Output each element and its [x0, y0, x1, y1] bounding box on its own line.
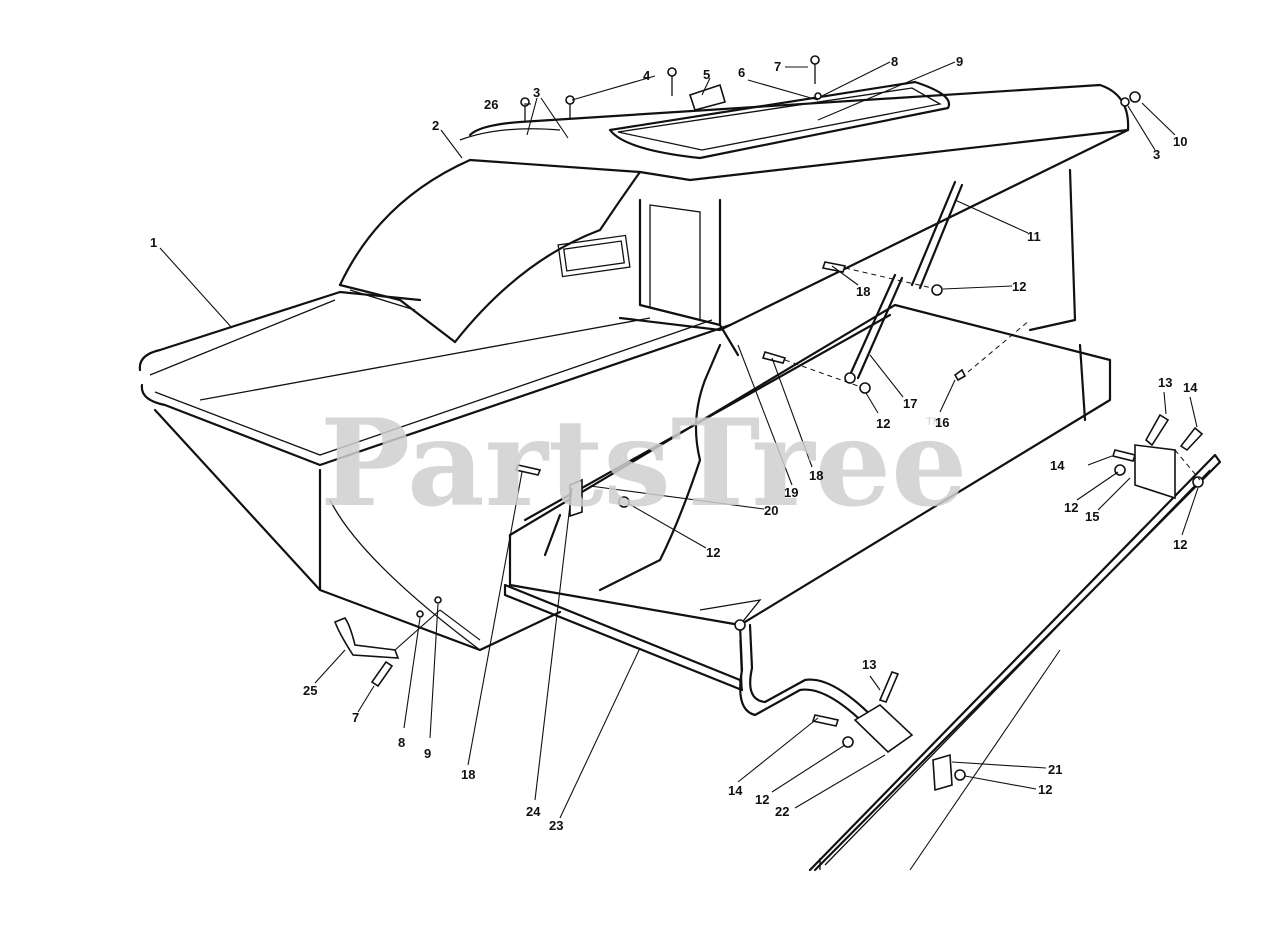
- hardware: [333, 55, 1204, 792]
- callout-label: 23: [549, 818, 563, 833]
- callout-label: 24: [526, 804, 541, 819]
- callout-label: 12: [1064, 500, 1078, 515]
- callout-label: 5: [703, 67, 710, 82]
- watermark-text: PartsTree: [320, 393, 967, 534]
- callout-label: 7: [352, 710, 359, 725]
- callout-label: 10: [1173, 134, 1187, 149]
- callout-label: 12: [1038, 782, 1052, 797]
- callout-label: 12: [755, 792, 769, 807]
- callout-label: 20: [764, 503, 778, 518]
- callout-label: 14: [728, 783, 743, 798]
- callout-label: 9: [424, 746, 431, 761]
- callout-label: 12: [1173, 537, 1187, 552]
- callout-label: 26: [484, 97, 498, 112]
- callout-label: 7: [774, 59, 781, 74]
- callout-label: 14: [1050, 458, 1065, 473]
- callout-label: 8: [398, 735, 405, 750]
- callout-label: 13: [1158, 375, 1172, 390]
- catcher-lid: [468, 80, 1130, 357]
- callout-label: 21: [1048, 762, 1062, 777]
- bottom-rail: [808, 453, 1222, 872]
- callout-label: 3: [1153, 147, 1160, 162]
- callout-label: 16: [935, 415, 949, 430]
- callout-label: 25: [303, 683, 317, 698]
- callout-label: 15: [1085, 509, 1099, 524]
- callout-label: 8: [891, 54, 898, 69]
- callout-label: 12: [706, 545, 720, 560]
- discharge-chute: [338, 128, 642, 344]
- callout-label: 1: [150, 235, 157, 250]
- leader-lines: [159, 61, 1201, 871]
- callout-label: 18: [461, 767, 475, 782]
- catcher-bag: [138, 290, 732, 652]
- watermark-trademark: TM: [926, 416, 942, 428]
- callout-label: 11: [1027, 229, 1041, 244]
- callout-label: 22: [775, 804, 789, 819]
- callout-label: 19: [784, 485, 798, 500]
- callout-label: 18: [809, 468, 823, 483]
- callout-label: 17: [903, 396, 917, 411]
- callout-label: 18: [856, 284, 870, 299]
- braces: [848, 180, 964, 380]
- callout-label: 9: [956, 54, 963, 69]
- catcher-frame: [503, 303, 1112, 742]
- callout-label: 14: [1183, 380, 1198, 395]
- callout-label: 4: [643, 68, 651, 83]
- callout-label: 13: [862, 657, 876, 672]
- callout-label: 12: [1012, 279, 1026, 294]
- callout-labels: 1 2 3 26 4 5 6 7 8 9 10 3 11 18 12 16 17…: [150, 54, 1198, 833]
- callout-label: 3: [533, 85, 540, 100]
- callout-label: 6: [738, 65, 745, 80]
- callout-label: 12: [876, 416, 890, 431]
- callout-label: 2: [432, 118, 439, 133]
